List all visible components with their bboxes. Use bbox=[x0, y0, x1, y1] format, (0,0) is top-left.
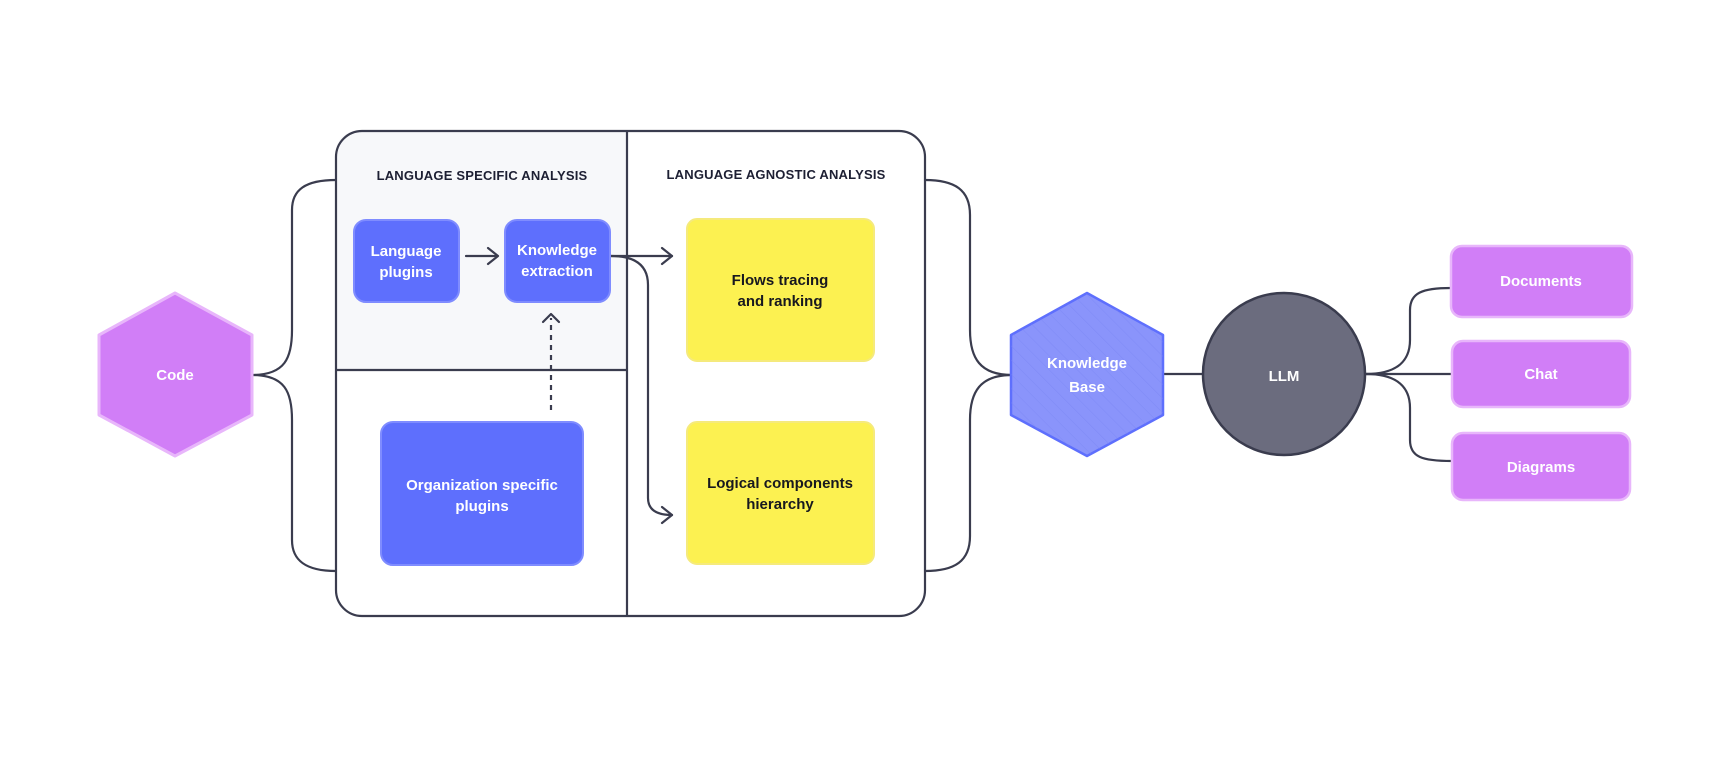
llm-documents-connector bbox=[1364, 286, 1453, 376]
code-hexagon bbox=[97, 291, 254, 458]
logical-components-label-line2: hierarchy bbox=[746, 496, 814, 513]
organization-plugins-node: Organization specific plugins bbox=[380, 421, 584, 566]
analysis-panel: LANGUAGE SPECIFIC ANALYSIS LANGUAGE AGNO… bbox=[334, 129, 927, 618]
knowledge-extraction-node: Knowledge extraction bbox=[504, 219, 611, 303]
code-label: Code bbox=[156, 367, 194, 384]
language-specific-title: LANGUAGE SPECIFIC ANALYSIS bbox=[377, 168, 588, 183]
knowledge-base-label-line1: Knowledge bbox=[1047, 355, 1127, 372]
knowledge-extraction-label-line1: Knowledge bbox=[517, 242, 597, 259]
diagrams-node: Diagrams bbox=[1450, 431, 1632, 502]
code-bracket-connector-lower bbox=[250, 373, 338, 573]
language-plugins-node: Language plugins bbox=[353, 219, 460, 303]
connectors bbox=[250, 178, 1454, 573]
language-agnostic-title: LANGUAGE AGNOSTIC ANALYSIS bbox=[667, 167, 886, 182]
organization-plugins-label-line1: Organization specific bbox=[406, 477, 558, 494]
flows-tracing-label-line2: and ranking bbox=[737, 293, 822, 310]
code-node: Code bbox=[97, 291, 254, 458]
language-plugins-label-line2: plugins bbox=[379, 264, 432, 281]
kb-bracket-connector-lower bbox=[923, 373, 1014, 573]
dashed-arrow-up-icon bbox=[541, 312, 561, 410]
diagrams-label: Diagrams bbox=[1507, 459, 1575, 476]
specific-panel-background bbox=[336, 131, 627, 370]
knowledge-base-label-line2: Base bbox=[1069, 379, 1105, 396]
flows-tracing-node: Flows tracing and ranking bbox=[686, 218, 875, 362]
documents-node: Documents bbox=[1449, 244, 1634, 319]
logical-components-label-line1: Logical components bbox=[707, 475, 853, 492]
organization-plugins-label-line2: plugins bbox=[455, 498, 508, 515]
knowledge-extraction-label-line2: extraction bbox=[521, 263, 593, 280]
documents-label: Documents bbox=[1500, 273, 1582, 290]
knowledge-base-node: Knowledge Base bbox=[1009, 291, 1165, 458]
knowledge-base-hatch bbox=[1011, 293, 1163, 456]
kb-bracket-connector bbox=[923, 178, 1014, 377]
extraction-to-agnostic-arrows bbox=[609, 246, 674, 525]
internal-arrows bbox=[464, 246, 674, 525]
arrow-right-icon bbox=[464, 246, 500, 266]
flows-tracing-label-line1: Flows tracing bbox=[732, 272, 829, 289]
code-bracket-connector bbox=[250, 178, 338, 377]
chat-node: Chat bbox=[1450, 339, 1632, 409]
llm-diagrams-connector bbox=[1364, 372, 1454, 463]
llm-label: LLM bbox=[1269, 368, 1300, 385]
language-plugins-label-line1: Language bbox=[371, 243, 442, 260]
panel-border bbox=[334, 129, 927, 618]
chat-label: Chat bbox=[1524, 366, 1557, 383]
logical-components-node: Logical components hierarchy bbox=[686, 421, 875, 565]
llm-node: LLM bbox=[1201, 291, 1367, 457]
